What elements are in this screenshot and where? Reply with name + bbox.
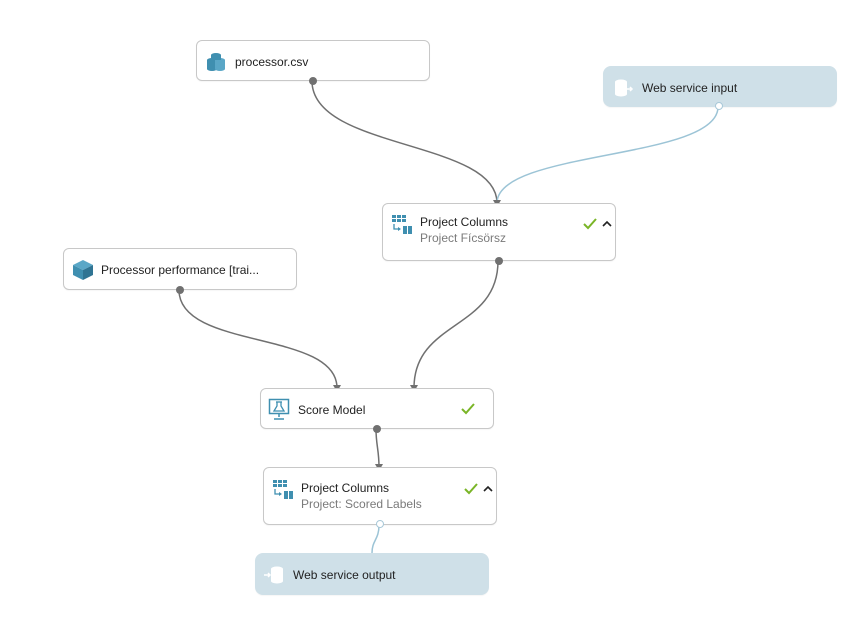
module-subtitle: Project Fícsörsz bbox=[420, 231, 507, 245]
trained-model-icon bbox=[72, 259, 94, 281]
module-trained-model[interactable]: Processor performance [trai... bbox=[63, 248, 297, 294]
output-port[interactable] bbox=[309, 77, 317, 85]
module-score-model[interactable]: Score Model bbox=[260, 388, 494, 433]
score-model-icon bbox=[268, 398, 290, 420]
module-title: Project Columns bbox=[301, 481, 390, 495]
output-port[interactable] bbox=[715, 102, 723, 110]
output-port[interactable] bbox=[373, 425, 381, 433]
module-project-columns-features[interactable]: Project Columns Project Fícsörsz bbox=[382, 203, 616, 265]
module-title: Processor performance [trai... bbox=[101, 263, 260, 277]
edge-project-columns-to-score-model bbox=[413, 260, 499, 389]
output-port[interactable] bbox=[376, 520, 384, 528]
module-title: Web service input bbox=[642, 80, 738, 95]
edge-web-service-input-to-project-columns bbox=[496, 106, 719, 204]
check-icon bbox=[464, 483, 478, 495]
module-web-service-output[interactable]: Web service output bbox=[255, 553, 489, 595]
output-port[interactable] bbox=[176, 286, 184, 294]
module-title: Score Model bbox=[298, 402, 366, 417]
edge-trained-model-to-score-model bbox=[178, 289, 338, 389]
module-title: Project Columns bbox=[420, 215, 509, 229]
edge-score-model-to-project-columns bbox=[375, 428, 380, 468]
chevron-up-icon[interactable] bbox=[483, 484, 493, 494]
module-processor-csv[interactable]: processor.csv bbox=[196, 40, 430, 85]
edge-project-columns-to-web-service-output bbox=[371, 524, 380, 554]
module-project-columns-scored-labels[interactable]: Project Columns Project: Scored Labels bbox=[263, 467, 497, 528]
chevron-up-icon[interactable] bbox=[602, 219, 612, 229]
output-port[interactable] bbox=[495, 257, 503, 265]
module-title: processor.csv bbox=[235, 54, 309, 69]
module-title: Web service output bbox=[293, 568, 396, 582]
module-subtitle: Project: Scored Labels bbox=[301, 497, 422, 511]
edge-processor-csv-to-project-columns bbox=[311, 80, 498, 204]
project-columns-icon bbox=[272, 479, 294, 501]
project-columns-icon bbox=[391, 214, 413, 236]
web-service-input-icon bbox=[612, 77, 634, 99]
dataset-icon bbox=[205, 51, 227, 73]
check-icon bbox=[461, 403, 475, 415]
check-icon bbox=[583, 218, 597, 230]
web-service-output-icon bbox=[263, 564, 285, 586]
module-web-service-input[interactable]: Web service input bbox=[603, 66, 837, 110]
